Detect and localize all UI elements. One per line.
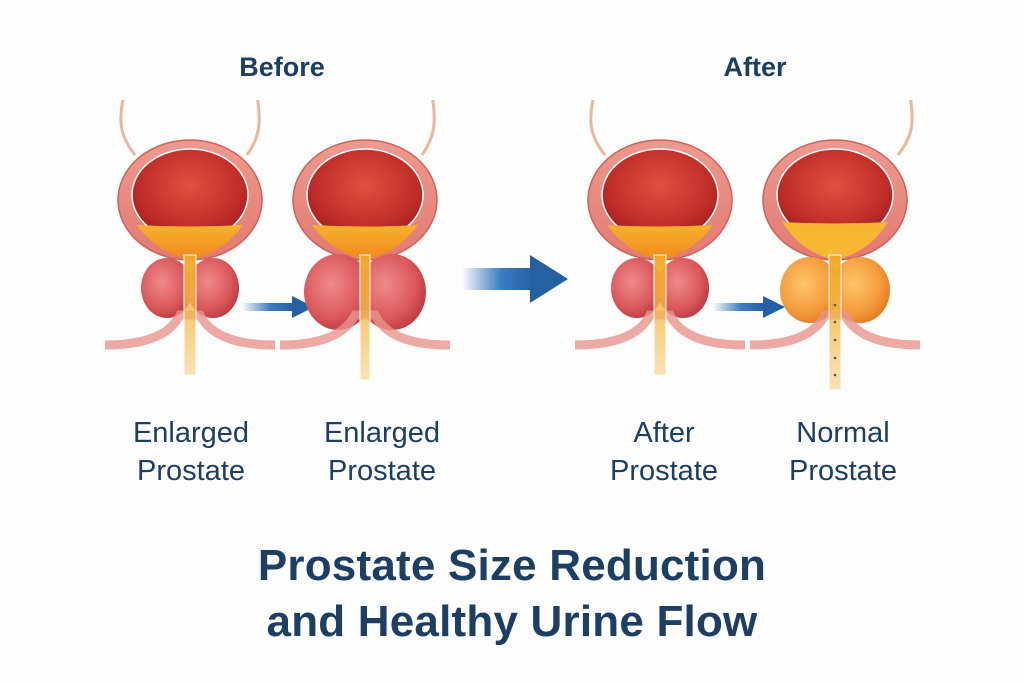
label-line2: Prostate [137,455,245,487]
prostate-diagram-enlarged-2 [280,100,450,381]
label-line1: Enlarged [132,417,250,449]
label-line1: Normal [796,417,890,449]
big-arrow-icon [462,255,568,303]
prostate-diagram-after [575,100,745,376]
label-line1: Enlarged [323,417,441,449]
label-normal-prostate: Normal Prostate [753,414,933,490]
prostate-lobe [780,257,840,323]
prostate-diagram-enlarged-1 [105,100,275,376]
urethra [183,254,197,376]
label-enlarged-prostate-2: Enlarged Prostate [292,414,472,490]
prostate-lobe [141,258,193,318]
label-line2: Prostate [610,455,718,487]
title-line2: and Healthy Urine Flow [266,597,758,646]
label-line2: Prostate [328,455,436,487]
label-enlarged-prostate-1: Enlarged Prostate [101,414,281,490]
title-line1: Prostate Size Reduction [257,541,767,590]
prostate-diagram-normal [750,100,920,390]
before-header: Before [239,52,325,82]
label-after-prostate: After Prostate [574,414,754,490]
prostate-lobe [830,257,890,323]
prostate-lobe [187,258,239,318]
small-arrow-icon [242,296,314,318]
prostate-lobe [657,258,709,318]
prostate-lobe [611,258,663,318]
main-title: Prostate Size Reduction and Healthy Urin… [0,538,1024,650]
label-line2: Prostate [789,455,897,487]
after-header: After [723,52,787,82]
small-arrow-icon [713,296,785,318]
label-line1: After [633,417,695,449]
